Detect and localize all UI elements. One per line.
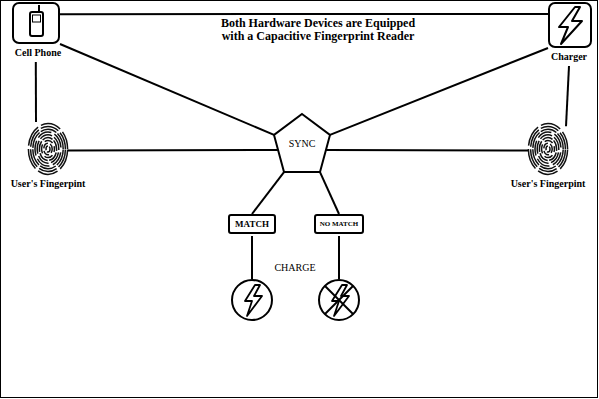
- fingerprint-ridge: [31, 126, 66, 171]
- device-node: Charger: [540, 2, 598, 63]
- fingerprint-ridge: [537, 135, 559, 163]
- cross-stroke: [325, 286, 353, 314]
- charger-icon: [559, 7, 582, 44]
- connector-label: Both Hardware Devices are Equipped with …: [168, 17, 468, 43]
- fingerprint-ridge: [528, 124, 567, 175]
- fingerprint-ridge: [37, 135, 59, 163]
- sync-pentagon: SYNC: [272, 112, 332, 174]
- phone-body: [30, 12, 43, 36]
- fingerprint-area: [528, 122, 568, 174]
- fingerprint-ridge: [42, 140, 55, 157]
- match-lead: [251, 236, 253, 279]
- connector-line: [330, 48, 548, 135]
- no-charge-circle: [319, 280, 359, 320]
- fingerprint-ridge: [39, 138, 56, 161]
- fingerprint-ridge: [44, 143, 52, 155]
- no-match-lead: [338, 236, 340, 279]
- charge-circle: [232, 280, 272, 320]
- fingerprint-ridge: [35, 132, 61, 166]
- connector-line: [252, 172, 284, 214]
- fingerprint-icon: [28, 124, 67, 175]
- phone-antenna: [38, 5, 40, 12]
- result-box: NO MATCH: [314, 214, 364, 234]
- lightning-bolt: [559, 7, 582, 44]
- fingerprint-ridge: [535, 132, 561, 166]
- fingerprint-node: User's Fingerpint: [0, 122, 96, 190]
- fingerprint-ridge: [46, 146, 50, 152]
- fingerprint-ridge: [546, 146, 550, 152]
- connector-line: [320, 172, 339, 214]
- device-label: Charger: [540, 51, 598, 63]
- phone-icon: [30, 5, 43, 36]
- phone-screen: [33, 15, 41, 22]
- fingerprint-icon: [528, 124, 567, 175]
- result-label: MATCH: [235, 219, 269, 230]
- result-box: MATCH: [228, 214, 276, 234]
- connector-line: [566, 66, 569, 126]
- device-box: [548, 2, 592, 48]
- device-label: Cell Phone: [10, 47, 66, 59]
- fingerprint-area: [28, 122, 68, 174]
- fingerprint-ridge: [531, 126, 566, 171]
- fingerprint-node: User's Fingerpint: [500, 122, 596, 190]
- device-box: [12, 2, 60, 44]
- connector-line: [60, 44, 274, 135]
- connector-line: [35, 62, 37, 122]
- charge-label: CHARGE: [274, 262, 315, 274]
- fingerprint-ridge: [544, 143, 552, 155]
- fingerprint-ridge: [533, 129, 563, 169]
- sync-label: SYNC: [272, 112, 332, 150]
- fingerprint-label: User's Fingerpint: [500, 178, 596, 190]
- connector-line: [60, 13, 548, 15]
- fingerprint-ridge: [33, 129, 63, 169]
- cross-stroke: [325, 286, 353, 314]
- fingerprint-ridge: [542, 140, 555, 157]
- lightning-bolt: [245, 285, 262, 316]
- fingerprint-ridge: [28, 124, 67, 175]
- result-label: NO MATCH: [320, 220, 359, 229]
- connector-line: [68, 149, 278, 152]
- device-node: Cell Phone: [10, 2, 66, 59]
- connector-line: [326, 149, 528, 152]
- fingerprint-label: User's Fingerpint: [0, 178, 96, 190]
- fingerprint-ridge: [539, 138, 556, 161]
